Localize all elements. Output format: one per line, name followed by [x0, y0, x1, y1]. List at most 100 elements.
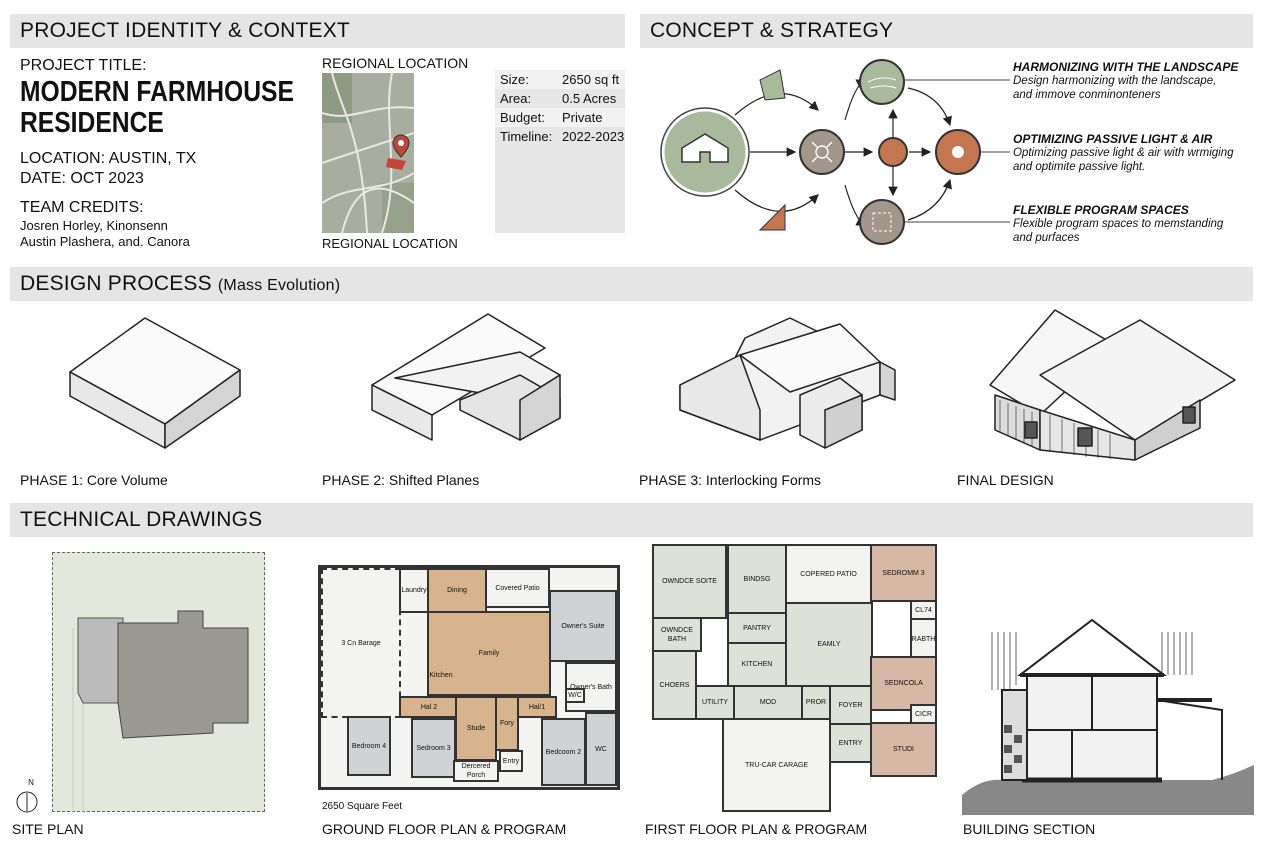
project-title-line2: RESIDENCE: [20, 107, 164, 139]
orange-triangle-icon: [758, 203, 786, 231]
room-laundry: Laundry: [399, 568, 429, 613]
building-section[interactable]: [962, 600, 1254, 815]
phase-label: PHASE 3: Interlocking Forms: [639, 472, 822, 488]
room-owners-bath: Owner's Bath: [565, 662, 617, 712]
concept-desc: Optimizing passive light & air with wrmi…: [1013, 147, 1234, 159]
expand-icon: [811, 141, 833, 163]
concept-desc: and purfaces: [1013, 232, 1080, 244]
concept-title: FLEXIBLE PROGRAM SPACES: [1013, 203, 1189, 217]
square-feet-note: 2650 Square Feet: [322, 801, 403, 812]
room-bedroom-3: Sedroom 3: [411, 718, 456, 778]
project-title: MODERN FARMHOUSE RESIDENCE: [20, 77, 294, 139]
room-bath: RABTH: [910, 618, 937, 660]
map-title: REGIONAL LOCATION: [322, 55, 469, 71]
ground-floor-plan[interactable]: 3 Cn Barage Laundry Dining Covered Patio…: [318, 565, 620, 790]
phase1-mass: [69, 317, 241, 449]
process-subtitle: (Mass Evolution): [217, 277, 341, 294]
stat-value: 2022-2023: [562, 129, 625, 144]
project-info: PROJECT TITLE: MODERN FARMHOUSE RESIDENC…: [20, 57, 342, 250]
concept-title: OPTIMIZING PASSIVE LIGHT & AIR: [1013, 132, 1213, 146]
concept-item: FLEXIBLE PROGRAM SPACES Flexible program…: [1013, 203, 1223, 245]
room-kitchen: KITCHEN: [727, 642, 787, 687]
stat-key: Budget:: [500, 110, 545, 125]
room-covered-patio: COPERED PATIO: [785, 544, 872, 604]
room-study: Stude: [455, 696, 497, 761]
stat-value: 2650 sq ft: [562, 72, 620, 87]
project-date: DATE: OCT 2023: [20, 170, 144, 187]
room-family: EAMLY: [785, 602, 873, 687]
room-covered-patio: Covered Patio: [485, 568, 550, 608]
plan-icon: [872, 212, 892, 232]
room-bedroom-4: Bedroom 4: [347, 716, 391, 776]
process-title: DESIGN PROCESS: [20, 272, 212, 295]
room-hall-2: Hal 2: [399, 696, 459, 718]
green-triangle-icon: [759, 69, 786, 101]
map-caption: REGIONAL LOCATION: [322, 236, 458, 251]
concept-item: OPTIMIZING PASSIVE LIGHT & AIR Optimizin…: [1013, 132, 1234, 174]
room-foyer: Fory: [495, 696, 519, 751]
phase-label: FINAL DESIGN: [957, 472, 1054, 488]
site-plan[interactable]: N: [16, 552, 265, 813]
room-study: STUDI: [870, 722, 937, 777]
center-circle: [878, 137, 908, 167]
program-node: [859, 199, 905, 245]
room-closets: CHOERS: [652, 650, 697, 720]
section-header-concept: CONCEPT & STRATEGY: [640, 14, 1253, 48]
concept-desc: and optimite passive light.: [1013, 161, 1146, 173]
first-floor-plan[interactable]: OWNDCE SOITE OWNDCE BATH CHOERS COPERED …: [652, 544, 937, 812]
room-entry: Entry: [499, 750, 523, 772]
stat-key: Size:: [500, 72, 529, 87]
room-garage: TRU-CAR CARAGE: [722, 718, 831, 812]
drawing-label-section: BUILDING SECTION: [963, 821, 1096, 837]
room-closet: CL74: [910, 600, 937, 620]
concept-desc: Design harmonizing with the landscape,: [1013, 75, 1217, 87]
stat-key: Area:: [500, 91, 532, 106]
room-wc: WC: [585, 712, 617, 786]
drawing-label-first: FIRST FLOOR PLAN & PROGRAM: [645, 821, 868, 837]
team-line2: Austin Plashera, and. Canora: [20, 234, 190, 249]
room-owners-bath: OWNDCE BATH: [652, 617, 702, 652]
room-foyer: FOYER: [829, 685, 872, 725]
room-family: Family: [427, 611, 551, 696]
room-garage: 3 Cn Barage: [321, 568, 401, 718]
room-utility: UTILITY: [695, 685, 735, 720]
phase-label: PHASE 2: Shifted Planes: [322, 472, 480, 488]
room-mudroom: MOD: [733, 685, 803, 720]
room-pantry: PANTRY: [727, 612, 787, 644]
team-label: TEAM CREDITS:: [20, 199, 144, 216]
room-covered-porch: Dercered Porch: [453, 760, 499, 782]
concept-title: HARMONIZING WITH THE LANDSCAPE: [1013, 60, 1239, 74]
room-bedroom-2: SEDNCOLA: [870, 656, 937, 711]
room-owners-suite: Owner's Suite: [549, 590, 617, 662]
room-dining: Dining: [427, 568, 487, 613]
stat-value: 0.5 Acres: [562, 91, 617, 106]
landscape-node: [859, 59, 905, 105]
room-owners-suite: OWNDCE SOITE: [652, 544, 727, 619]
room-bedroom-3: SEDROMM 3: [870, 544, 937, 602]
core-circle: [799, 129, 845, 175]
site-plan-graphic: [72, 610, 249, 813]
stat-key: Timeline:: [500, 129, 553, 144]
regional-map[interactable]: [321, 72, 415, 234]
project-stats-table: Size:2650 sq ft Area:0.5 Acres Budget:Pr…: [495, 70, 625, 233]
room-kitchen: Kitchen: [429, 672, 453, 679]
mass-evolution-diagrams: [69, 309, 1236, 461]
concept-desc: and immove conminonteners: [1013, 89, 1161, 101]
stat-row: Size: 2650 sq ft: [495, 70, 625, 89]
project-location: LOCATION: AUSTIN, TX: [20, 150, 197, 167]
location-pin-icon: [386, 134, 410, 170]
room-powder: PROR: [801, 685, 831, 720]
section-header-process: DESIGN PROCESS (Mass Evolution): [10, 267, 1253, 301]
project-title-line1: MODERN FARMHOUSE: [20, 76, 294, 108]
concept-desc: Flexible program spaces to memstanding: [1013, 218, 1224, 230]
north-label: N: [28, 778, 34, 787]
section-header-identity: PROJECT IDENTITY & CONTEXT: [10, 14, 625, 48]
drawing-label-site: SITE PLAN: [12, 821, 84, 837]
phase3-mass: [679, 317, 896, 449]
room-closet: W/C: [565, 688, 585, 703]
house-icon: [681, 133, 729, 163]
stat-row: Area: 0.5 Acres: [495, 89, 625, 108]
team-line1: Josren Horley, Kinonsenn: [20, 218, 168, 233]
map-graphic: [321, 72, 415, 234]
sun-icon: [952, 146, 964, 158]
